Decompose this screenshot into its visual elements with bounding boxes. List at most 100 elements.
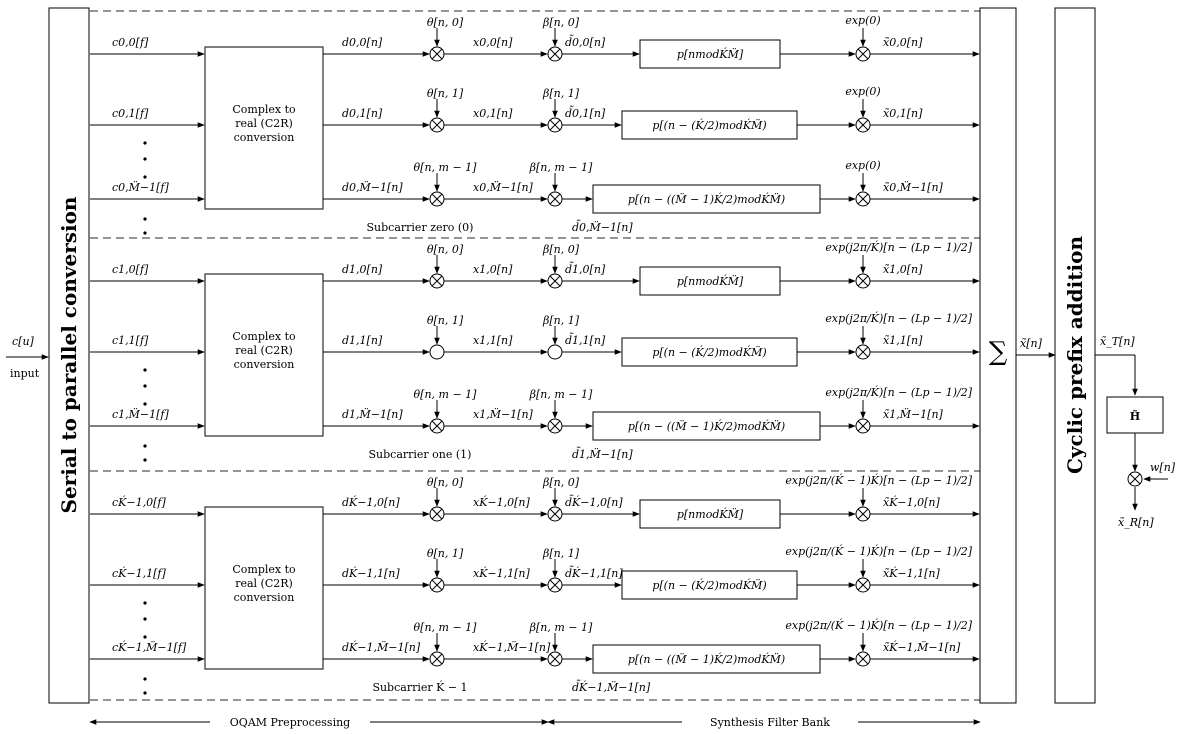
x-symbol: x1,M̈−1[n] [473, 408, 534, 421]
c2r-label: real (C2R) [235, 344, 293, 357]
c2r-label: real (C2R) [235, 577, 293, 590]
sfb-label-bg [682, 712, 858, 730]
signal-row: c0,0[f]d0,0[n]θ[n, 0]x0,0[n]β[n, 0]d̃0,0… [90, 14, 980, 69]
theta-multiplier [429, 273, 445, 289]
ellipsis-dot [143, 384, 147, 388]
pulse-filter-box [621, 337, 798, 367]
beta-symbol: β[n, 1] [542, 314, 580, 327]
beta-symbol: β[n, m − 1] [529, 161, 593, 174]
x-symbol: x0,M̈−1[n] [473, 181, 534, 194]
x-symbol: x1,1[n] [473, 334, 513, 347]
exp-multiplier [855, 344, 871, 360]
exp-symbol: exp(j2π/Ḱ)[n − (Lp − 1)/2] [825, 385, 972, 399]
output-symbol: x̃1,M̈−1[n] [883, 408, 944, 421]
pulse-filter-label: p[(n − ((M̈ − 1)Ḱ/2)modḰM̈) [628, 192, 785, 206]
exp-symbol: exp(0) [845, 159, 880, 172]
exp-symbol: exp(j2π/(Ḱ − 1)Ḱ)[n − (Lp − 1)/2] [785, 618, 972, 632]
beta-symbol: β[n, 0] [542, 476, 580, 489]
pulse-filter-box [621, 570, 798, 600]
serial-to-parallel-block [48, 7, 90, 704]
exp-symbol: exp(0) [845, 14, 880, 27]
d-symbol: d0,M̈−1[n] [342, 181, 403, 194]
signal-row: c0,M̈−1[f]d0,M̈−1[n]θ[n, m − 1]x0,M̈−1[n… [90, 159, 980, 234]
exp-multiplier [855, 191, 871, 207]
x-symbol: xḰ−1,M̈−1[n] [473, 640, 551, 654]
oqam-label-bg [210, 712, 370, 730]
noise-label: w[n] [1150, 461, 1176, 474]
cp-output-label: x̃_T[n] [1100, 335, 1135, 348]
output-symbol: x̃1,1[n] [883, 334, 923, 347]
ellipsis-dot [143, 601, 147, 605]
pulse-filter-box [592, 411, 821, 441]
d-symbol: dḰ−1,M̈−1[n] [342, 640, 421, 654]
oqam-label: OQAM Preprocessing [230, 716, 350, 729]
beta-symbol: β[n, 0] [542, 243, 580, 256]
x-symbol: x0,1[n] [473, 107, 513, 120]
noise-adder [1127, 471, 1143, 487]
exp-multiplier [855, 418, 871, 434]
subcarrier-caption: Subcarrier zero (0) [367, 221, 474, 234]
ellipsis-dot [143, 635, 147, 639]
d-symbol: d0,0[n] [342, 36, 383, 49]
d-symbol: dḰ−1,0[n] [342, 495, 400, 509]
pulse-filter-label: p[(n − (Ḱ/2)modḰM̈) [652, 578, 766, 592]
beta-multiplier [547, 117, 563, 133]
ellipsis-dot [143, 141, 147, 145]
ellipsis-dot [143, 444, 147, 448]
d-symbol: d1,1[n] [342, 334, 383, 347]
signal-row: c1,0[f]d1,0[n]θ[n, 0]x1,0[n]β[n, 0]d̃1,0… [90, 240, 980, 296]
ellipsis-dot [143, 217, 147, 221]
pulse-filter-box [592, 644, 821, 674]
pulse-filter-label: p[(n − (Ḱ/2)modḰM̈) [652, 345, 766, 359]
c2r-label: Complex to [232, 563, 296, 576]
summation-block [979, 7, 1017, 704]
exp-multiplier [855, 651, 871, 667]
beta-multiplier [547, 344, 563, 360]
output-symbol: x̃Ḱ−1,0[n] [883, 495, 941, 509]
beta-multiplier [547, 651, 563, 667]
theta-multiplier [429, 506, 445, 522]
signal-row: c1,1[f]d1,1[n]θ[n, 1]x1,1[n]β[n, 1]d̃1,1… [90, 311, 980, 367]
d-symbol: d0,1[n] [342, 107, 383, 120]
c2r-label: Complex to [232, 330, 296, 343]
dt-symbol: d̃Ḱ−1,M̈−1[n] [572, 680, 651, 694]
signal-row: cḰ−1,0[f]dḰ−1,0[n]θ[n, 0]xḰ−1,0[n]β[n, 0… [90, 473, 980, 529]
exp-multiplier [855, 506, 871, 522]
cyclic-prefix-label: Cyclic prefix addition [1063, 236, 1087, 474]
c-symbol: c0,1[f] [112, 107, 149, 120]
channel-block [1106, 396, 1164, 434]
pulse-filter-label: p[nmodḰM̈] [677, 47, 744, 61]
channel-label: H̃ [1130, 410, 1140, 423]
c2r-block [204, 46, 324, 210]
c2r-label: conversion [234, 131, 295, 144]
beta-symbol: β[n, m − 1] [529, 621, 593, 634]
theta-multiplier [429, 191, 445, 207]
c-symbol: c1,1[f] [112, 334, 149, 347]
d-symbol: d1,M̈−1[n] [342, 408, 403, 421]
beta-symbol: β[n, 1] [542, 87, 580, 100]
theta-symbol: θ[n, m − 1] [414, 621, 478, 634]
beta-multiplier [547, 418, 563, 434]
signal-row: c1,M̈−1[f]d1,M̈−1[n]θ[n, m − 1]x1,M̈−1[n… [90, 385, 980, 461]
output-symbol: x̃1,0[n] [883, 263, 923, 276]
theta-symbol: θ[n, 0] [427, 16, 464, 29]
c2r-label: real (C2R) [235, 117, 293, 130]
x-symbol: x1,0[n] [473, 263, 513, 276]
signal-row: cḰ−1,M̈−1[f] dḰ−1,M̈−1[n] θ[n, m − 1] xḰ−1,… [90, 618, 980, 694]
beta-multiplier [547, 506, 563, 522]
c-symbol: c1,0[f] [112, 263, 149, 276]
exp-symbol: exp(j2π/(Ḱ − 1)Ḱ)[n − (Lp − 1)/2] [785, 473, 972, 487]
beta-multiplier [547, 577, 563, 593]
received-output-label: x̃_R[n] [1118, 516, 1154, 529]
beta-symbol: β[n, 0] [542, 16, 580, 29]
pulse-filter-box [592, 184, 821, 214]
dt-symbol: d̃1,1[n] [565, 333, 606, 347]
pulse-filter-box [639, 499, 781, 529]
theta-multiplier [429, 577, 445, 593]
ellipsis-dot [143, 402, 147, 406]
c-symbol: cḰ−1,M̈−1[f] [112, 640, 187, 654]
c-symbol: cḰ−1,1[f] [112, 566, 166, 580]
